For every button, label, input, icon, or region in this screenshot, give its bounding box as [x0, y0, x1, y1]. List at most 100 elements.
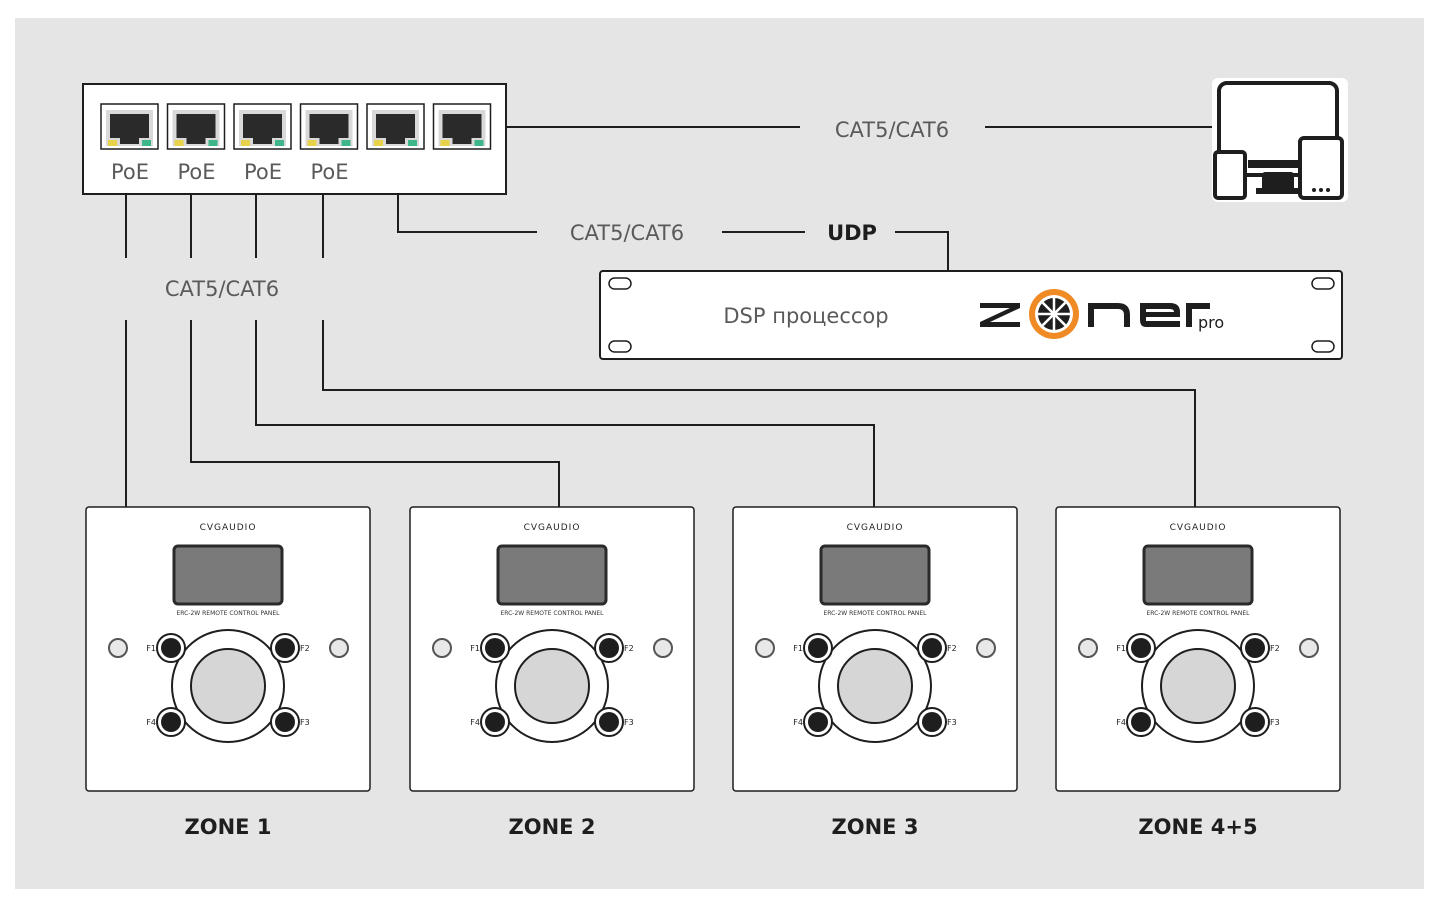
remote-control-panel-2: CVGAUDIO ERC-2W REMOTE CONTROL PANEL F1 F2F… — [409, 506, 695, 839]
activity-led — [208, 140, 218, 146]
function-key-label: F2 — [624, 644, 634, 653]
function-key-label: F1 — [146, 644, 156, 653]
function-key-label: F4 — [1116, 718, 1126, 727]
function-key-label: F1 — [470, 644, 480, 653]
wire-zone-2 — [190, 320, 560, 507]
zone-label: ZONE 4+5 — [1138, 815, 1257, 839]
rj45-port-3: PoE — [233, 103, 292, 184]
function-key-label: F4 — [470, 718, 480, 727]
panel-brand: CVGAUDIO — [200, 523, 257, 533]
function-button[interactable] — [922, 638, 942, 658]
client-devices-icon — [1212, 78, 1348, 202]
wire-switch-to-dsp — [397, 194, 537, 233]
function-key-label: F2 — [1270, 644, 1280, 653]
volume-knob[interactable] — [1160, 648, 1236, 724]
function-button[interactable] — [275, 712, 295, 732]
activity-led — [408, 140, 417, 146]
panel-display — [496, 544, 608, 606]
panel-display — [172, 544, 284, 606]
function-button[interactable] — [1245, 712, 1265, 732]
function-button[interactable] — [1245, 638, 1265, 658]
status-led-right — [976, 638, 996, 658]
function-button[interactable] — [599, 712, 619, 732]
function-key-label: F4 — [146, 718, 156, 727]
zone-label: ZONE 2 — [509, 815, 596, 839]
dsp-processor: DSP процессор pro — [599, 270, 1343, 360]
rj45-port-6 — [432, 103, 492, 150]
volume-knob[interactable] — [514, 648, 590, 724]
dsp-label: DSP процессор — [723, 304, 888, 328]
function-key-label: F3 — [300, 718, 310, 727]
status-led-right — [653, 638, 673, 658]
function-button[interactable] — [1131, 638, 1151, 658]
panel-brand: CVGAUDIO — [847, 523, 904, 533]
port-label: PoE — [244, 160, 282, 184]
link-led — [241, 140, 250, 146]
protocol-label: UDP — [827, 221, 877, 245]
panel-model: ERC-2W REMOTE CONTROL PANEL — [1146, 610, 1250, 617]
rack-hole-tr — [1311, 277, 1335, 290]
function-button[interactable] — [808, 712, 828, 732]
function-button[interactable] — [275, 638, 295, 658]
zone-label: ZONE 3 — [832, 815, 919, 839]
panel-model: ERC-2W REMOTE CONTROL PANEL — [176, 610, 280, 617]
zone-label: ZONE 1 — [185, 815, 272, 839]
function-key-label: F2 — [300, 644, 310, 653]
link-led — [108, 140, 117, 146]
rj45-port-2: PoE — [166, 103, 226, 184]
function-button[interactable] — [485, 712, 505, 732]
port-label: PoE — [177, 160, 215, 184]
wires — [125, 126, 1216, 507]
status-led-left — [755, 638, 775, 658]
activity-led — [474, 140, 484, 146]
rack-hole-br — [1311, 340, 1335, 353]
status-led-left — [1078, 638, 1098, 658]
panel-display — [819, 544, 931, 606]
function-button[interactable] — [922, 712, 942, 732]
panel-model: ERC-2W REMOTE CONTROL PANEL — [500, 610, 604, 617]
rj45-port-1: PoE — [100, 103, 159, 184]
activity-led — [341, 140, 351, 146]
function-button[interactable] — [1131, 712, 1151, 732]
rj45-port-4: PoE — [299, 103, 359, 184]
link-led — [440, 140, 450, 146]
panel-brand: CVGAUDIO — [1170, 523, 1227, 533]
link-label-devices: CAT5/CAT6 — [835, 118, 949, 142]
function-button[interactable] — [161, 638, 181, 658]
status-led-left — [432, 638, 452, 658]
wire-zone-4 — [322, 320, 1196, 507]
port-label: PoE — [310, 160, 348, 184]
function-button[interactable] — [808, 638, 828, 658]
function-key-label: F3 — [624, 718, 634, 727]
volume-knob[interactable] — [837, 648, 913, 724]
panel-brand: CVGAUDIO — [524, 523, 581, 533]
function-button[interactable] — [599, 638, 619, 658]
rack-hole-tl — [608, 277, 632, 290]
function-key-label: F4 — [793, 718, 803, 727]
zoner-logo: pro — [980, 289, 1224, 339]
rj45-port-5 — [366, 103, 425, 150]
function-key-label: F1 — [793, 644, 803, 653]
function-button[interactable] — [485, 638, 505, 658]
port-label: PoE — [111, 160, 149, 184]
remote-control-panel-4: CVGAUDIO ERC-2W REMOTE CONTROL PANEL F1 F2F… — [1055, 506, 1341, 839]
logo-suffix: pro — [1198, 313, 1224, 332]
function-key-label: F1 — [1116, 644, 1126, 653]
status-led-right — [1299, 638, 1319, 658]
status-led-right — [329, 638, 349, 658]
activity-led — [275, 140, 284, 146]
link-led — [174, 140, 184, 146]
volume-knob[interactable] — [190, 648, 266, 724]
network-switch: PoE PoE PoE PoE — [82, 83, 507, 195]
function-button[interactable] — [161, 712, 181, 732]
panel-display — [1142, 544, 1254, 606]
function-key-label: F3 — [1270, 718, 1280, 727]
rack-hole-bl — [608, 340, 632, 353]
function-key-label: F3 — [947, 718, 957, 727]
wire-zone-3 — [255, 320, 875, 507]
remote-control-panel-1: CVGAUDIO ERC-2W REMOTE CONTROL PANEL F1 F2F… — [85, 506, 371, 839]
wire-to-dsp-end — [895, 231, 949, 271]
panel-model: ERC-2W REMOTE CONTROL PANEL — [823, 610, 927, 617]
link-label-dsp: CAT5/CAT6 — [570, 221, 684, 245]
